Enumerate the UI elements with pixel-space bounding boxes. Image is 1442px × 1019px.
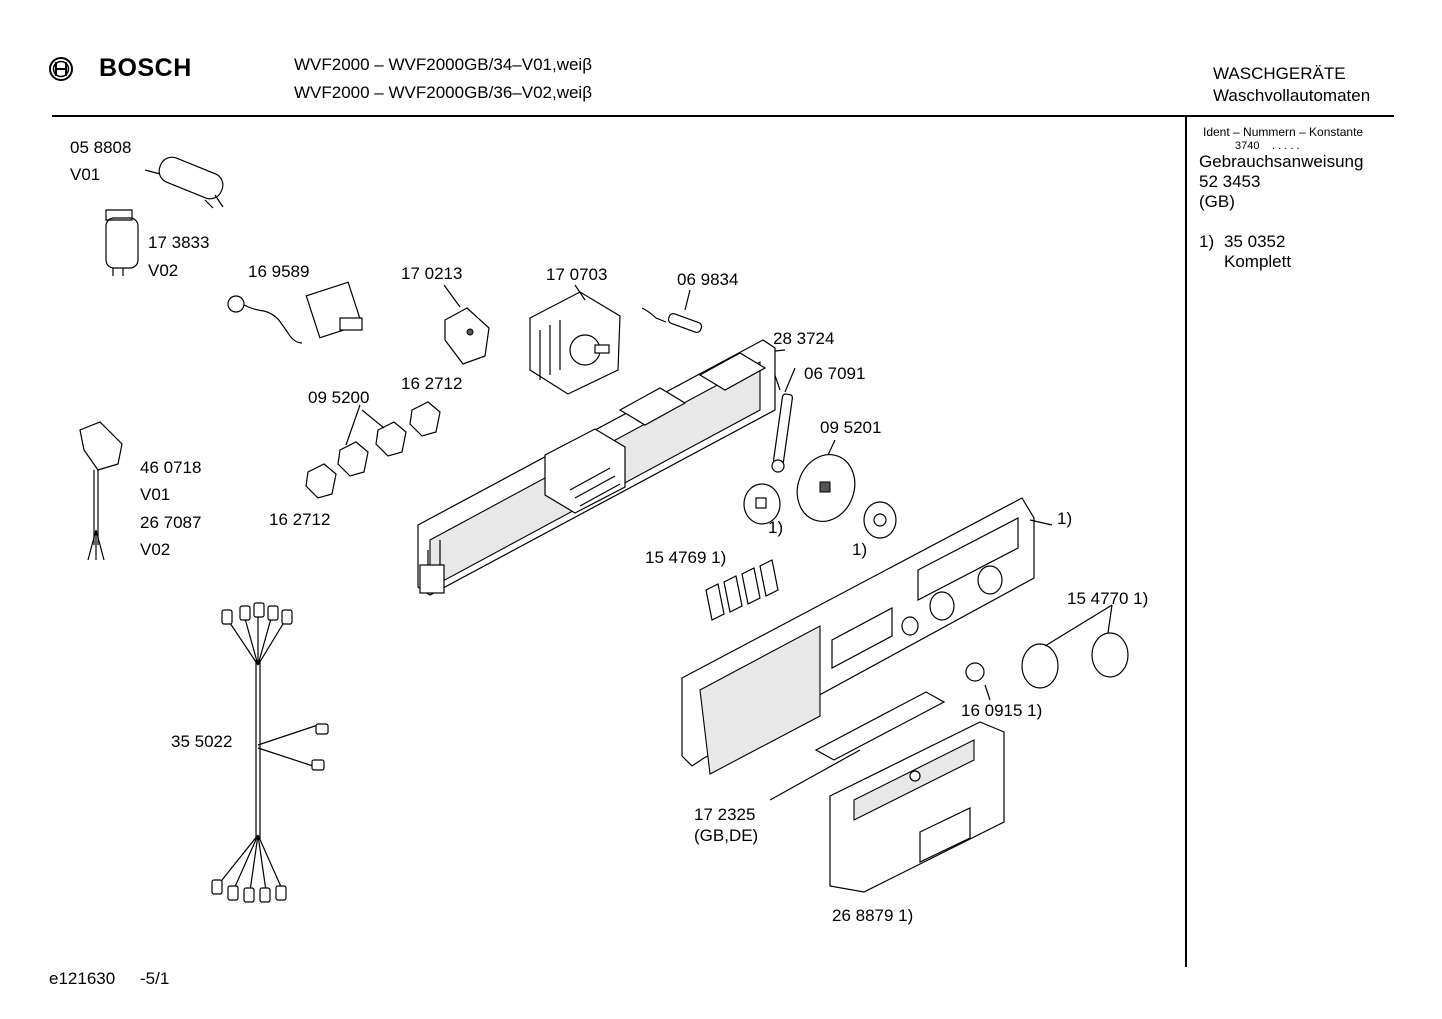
label-ref1-b: 1) xyxy=(768,518,784,537)
ident-value: 3740 xyxy=(1235,140,1260,152)
label-162712-a: 16 2712 xyxy=(401,374,463,393)
label-154769: 15 4769 1) xyxy=(645,548,727,567)
bosch-armature-icon xyxy=(49,57,73,81)
manual-label: Gebrauchsanweisung xyxy=(1199,152,1364,171)
bosch-logo xyxy=(44,52,78,91)
category-title: WASCHGERÄTE xyxy=(1213,64,1346,83)
note-number: 35 0352 xyxy=(1224,232,1286,251)
programme-selector xyxy=(529,284,621,395)
page-number: -5/1 xyxy=(140,969,170,988)
label-ref1-a: 1) xyxy=(1057,509,1073,528)
manual-lang: (GB) xyxy=(1199,192,1235,211)
indicator-lamp xyxy=(641,289,703,333)
label-v01-a: V01 xyxy=(70,165,101,184)
temperature-selector xyxy=(227,281,363,344)
model-line-2: WVF2000 – WVF2000GB/36–V02,weiβ xyxy=(294,83,592,102)
sidebar-divider xyxy=(1185,117,1187,967)
knob-insert-160915 xyxy=(965,662,991,701)
label-173833: 17 3833 xyxy=(148,233,210,252)
label-095200: 09 5200 xyxy=(308,388,370,407)
note-marker: 1) xyxy=(1199,232,1215,251)
label-067091: 06 7091 xyxy=(804,364,866,383)
note-text: Komplett xyxy=(1224,252,1292,271)
label-283724: 28 3724 xyxy=(773,329,835,348)
ident-title: Ident – Nummern – Konstante xyxy=(1203,125,1364,139)
label-v01-b: V01 xyxy=(140,485,171,504)
knob-hub-left xyxy=(743,483,781,525)
push-buttons-154769 xyxy=(705,559,779,621)
label-267087: 26 7087 xyxy=(140,513,202,532)
suppressor-capacitor xyxy=(144,156,224,209)
label-172325-note: (GB,DE) xyxy=(694,826,759,845)
fascia-panel xyxy=(681,497,1053,775)
category-subtitle: Waschvollautomaten xyxy=(1213,86,1371,105)
doc-id: e121630 xyxy=(49,969,116,988)
dispenser-drawer-front xyxy=(829,721,1005,893)
label-095201: 09 5201 xyxy=(820,418,882,437)
label-355022: 35 5022 xyxy=(171,732,233,751)
brand-name: BOSCH xyxy=(99,54,192,82)
label-460718: 46 0718 xyxy=(140,458,202,477)
label-v02-b: V02 xyxy=(140,540,171,559)
label-154770: 15 4770 1) xyxy=(1067,589,1149,608)
header-rule xyxy=(52,115,1394,117)
label-162712-b: 16 2712 xyxy=(269,510,331,529)
model-line-1: WVF2000 – WVF2000GB/34–V01,weiβ xyxy=(294,55,592,74)
knob-hub-right xyxy=(863,501,897,539)
label-v02-a: V02 xyxy=(148,261,179,280)
label-ref1-c: 1) xyxy=(852,540,868,559)
label-069834: 06 9834 xyxy=(677,270,739,289)
switch-170213 xyxy=(443,284,490,365)
label-058808: 05 8808 xyxy=(70,138,132,157)
knob-carrier-095201 xyxy=(796,439,856,522)
control-panel-frame xyxy=(417,339,776,596)
push-switches-095200 xyxy=(305,401,441,499)
wiring-loom xyxy=(211,602,329,903)
label-268879: 26 8879 1) xyxy=(832,906,914,925)
interference-filter xyxy=(105,209,139,276)
mains-cable xyxy=(79,421,123,561)
ident-dots: . . . . . xyxy=(1272,140,1300,152)
selector-knobs-154770 xyxy=(1021,604,1129,689)
label-172325: 17 2325 xyxy=(694,805,756,824)
manual-number: 52 3453 xyxy=(1199,172,1261,191)
label-strip-172325 xyxy=(769,691,946,801)
label-170213: 17 0213 xyxy=(401,264,463,283)
label-170703: 17 0703 xyxy=(546,265,608,284)
label-160915: 16 0915 1) xyxy=(961,701,1043,720)
label-169589: 16 9589 xyxy=(248,262,310,281)
